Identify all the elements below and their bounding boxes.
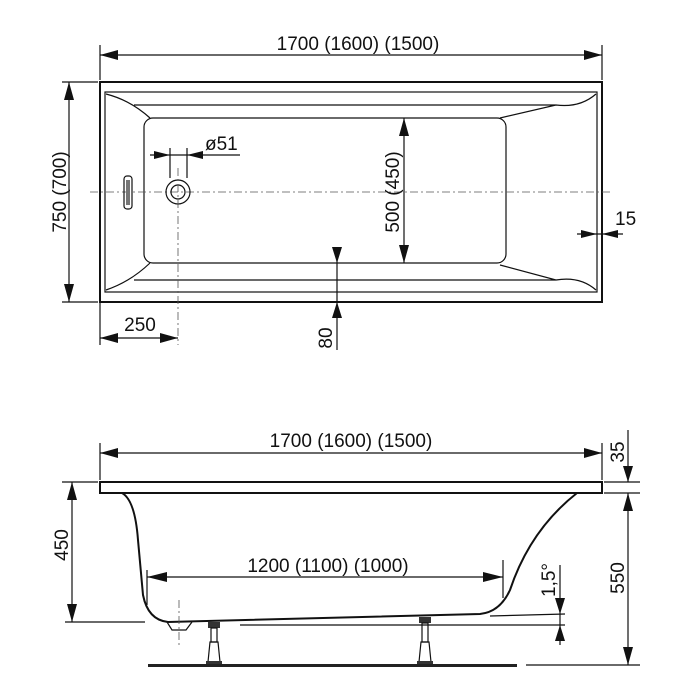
leg-left <box>206 622 222 665</box>
top-length-label: 1700 (1600) (1500) <box>277 34 440 55</box>
rim-contour <box>105 93 597 291</box>
side-offset-label: 80 <box>316 327 337 348</box>
drain-side <box>166 621 193 631</box>
slope-label: 1,5° <box>539 563 560 597</box>
bottom-length-label: 1200 (1100) (1000) <box>247 556 408 577</box>
height-label: 550 <box>608 562 629 594</box>
overflow-icon <box>123 175 133 210</box>
rim-thickness-label: 35 <box>608 441 629 462</box>
top-width-label: 750 (700) <box>50 151 71 232</box>
leg-right <box>417 617 433 665</box>
drain-diameter-label: ø51 <box>205 134 238 155</box>
depth-label: 450 <box>52 529 73 561</box>
rim-width-label: 15 <box>615 209 636 230</box>
rim-side <box>99 481 603 494</box>
basin-outline <box>143 117 507 264</box>
floor-line <box>148 664 517 667</box>
side-view: 1700 (1600) (1500) 35 550 450 1200 (1100… <box>52 430 640 667</box>
top-view: 1700 (1600) (1500) 750 (700) ø51 500 (45… <box>50 34 636 350</box>
basin-width-label: 500 (450) <box>383 151 404 232</box>
tub-body-side <box>121 492 578 624</box>
drain-offset-label: 250 <box>124 315 156 336</box>
side-length-label: 1700 (1600) (1500) <box>270 431 433 452</box>
